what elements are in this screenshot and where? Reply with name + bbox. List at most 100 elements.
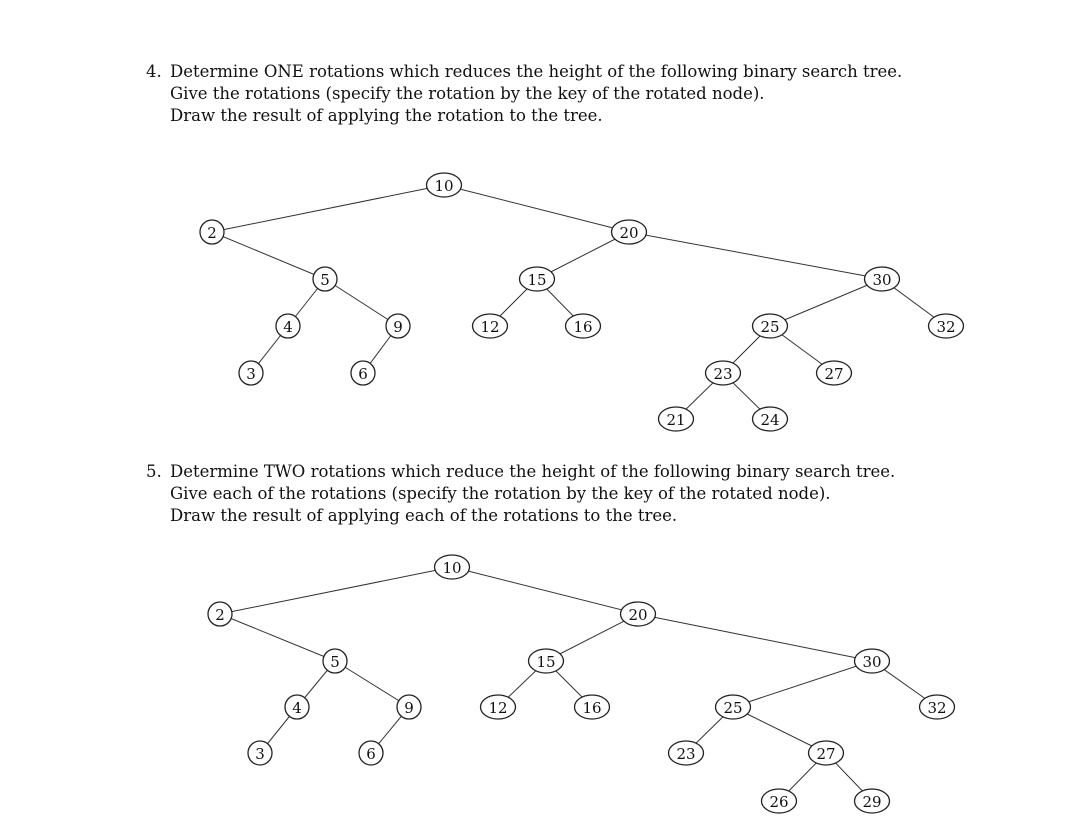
- tree-node-30: 30: [853, 648, 891, 674]
- tree-node-key: 25: [760, 318, 779, 336]
- question-5-number: 5.: [146, 462, 162, 481]
- tree-edge-10-20: [443, 184, 630, 233]
- tree-node-circle: [564, 313, 602, 339]
- tree-node-30: 30: [863, 266, 901, 292]
- tree-node-circle: [247, 740, 273, 766]
- tree-node-20: 20: [610, 219, 648, 245]
- tree-node-circle: [760, 788, 798, 814]
- tree-edge-20-15: [536, 231, 630, 280]
- tree-node-3: 3: [247, 740, 273, 766]
- tree-edge-5-9: [334, 660, 410, 708]
- tree-node-2: 2: [199, 219, 225, 245]
- tree-edge-2-5: [211, 231, 326, 280]
- tree-node-5: 5: [322, 648, 348, 674]
- tree-node-circle: [350, 360, 376, 386]
- tree-node-circle: [815, 360, 853, 386]
- tree-node-circle: [207, 601, 233, 627]
- tree-node-circle: [425, 172, 463, 198]
- tree-node-circle: [284, 694, 310, 720]
- tree-node-12: 12: [471, 313, 509, 339]
- question-5-line-3: Draw the result of applying each of the …: [170, 506, 678, 525]
- tree-node-2: 2: [207, 601, 233, 627]
- tree-node-circle: [518, 266, 556, 292]
- tree-node-circle: [927, 313, 965, 339]
- tree-node-key: 24: [760, 411, 779, 429]
- question-4-number: 4.: [146, 62, 162, 81]
- tree-node-32: 32: [927, 313, 965, 339]
- tree-edge-30-25: [732, 660, 873, 708]
- tree-node-25: 25: [751, 313, 789, 339]
- tree-node-24: 24: [751, 406, 789, 432]
- tree-node-key: 12: [488, 699, 507, 717]
- tree-node-15: 15: [527, 648, 565, 674]
- tree-node-circle: [385, 313, 411, 339]
- tree-node-circle: [667, 740, 705, 766]
- tree-node-key: 16: [573, 318, 592, 336]
- tree-node-key: 9: [404, 699, 414, 717]
- tree-node-circle: [853, 788, 891, 814]
- tree-node-circle: [704, 360, 742, 386]
- tree-node-circle: [396, 694, 422, 720]
- tree-node-circle: [479, 694, 517, 720]
- tree-edge-2-5: [219, 613, 336, 662]
- tree-edge-20-30: [637, 613, 873, 662]
- question-5-line-1: 5. Determine TWO rotations which reduce t…: [146, 461, 895, 483]
- tree-node-key: 10: [442, 559, 461, 577]
- tree-node-key: 2: [215, 606, 225, 624]
- tree-node-4: 4: [275, 313, 301, 339]
- tree-node-circle: [918, 694, 956, 720]
- tree-node-key: 12: [480, 318, 499, 336]
- tree-node-23: 23: [667, 740, 705, 766]
- tree-node-15: 15: [518, 266, 556, 292]
- tree-node-16: 16: [564, 313, 602, 339]
- question-5-text-1: Determine TWO rotations which reduce the…: [170, 462, 896, 481]
- tree-node-key: 32: [936, 318, 955, 336]
- tree-node-32: 32: [918, 694, 956, 720]
- tree-node-key: 6: [366, 745, 376, 763]
- tree-node-key: 30: [862, 653, 881, 671]
- tree-node-circle: [619, 601, 657, 627]
- tree-node-circle: [471, 313, 509, 339]
- tree-node-20: 20: [619, 601, 657, 627]
- tree-edge-10-2: [219, 566, 453, 615]
- tree-node-key: 4: [292, 699, 302, 717]
- tree-node-23: 23: [704, 360, 742, 386]
- tree-node-9: 9: [396, 694, 422, 720]
- tree-node-key: 3: [255, 745, 265, 763]
- tree-node-29: 29: [853, 788, 891, 814]
- tree-node-21: 21: [657, 406, 695, 432]
- tree-node-circle: [610, 219, 648, 245]
- tree-node-3: 3: [238, 360, 264, 386]
- tree-node-25: 25: [714, 694, 752, 720]
- tree-node-key: 2: [207, 224, 217, 242]
- tree-node-27: 27: [807, 740, 845, 766]
- tree-node-6: 6: [350, 360, 376, 386]
- tree-node-key: 5: [330, 653, 340, 671]
- tree-node-circle: [199, 219, 225, 245]
- tree-node-key: 27: [816, 745, 835, 763]
- tree-node-key: 9: [393, 318, 403, 336]
- tree-node-key: 23: [713, 365, 732, 383]
- tree-node-circle: [358, 740, 384, 766]
- tree-node-key: 32: [927, 699, 946, 717]
- tree-node-12: 12: [479, 694, 517, 720]
- tree-node-key: 10: [434, 177, 453, 195]
- tree-node-key: 5: [320, 271, 330, 289]
- tree-node-4: 4: [284, 694, 310, 720]
- tree-edge-10-2: [211, 184, 445, 233]
- question-4-line-1: 4.Determine ONE rotations which reduces …: [146, 61, 902, 83]
- tree-node-key: 15: [527, 271, 546, 289]
- tree-node-circle: [573, 694, 611, 720]
- tree-node-circle: [714, 694, 752, 720]
- tree-node-key: 6: [358, 365, 368, 383]
- question-4-line-2: Give the rotations (specify the rotation…: [170, 84, 765, 103]
- tree-node-key: 26: [769, 793, 788, 811]
- tree-node-circle: [238, 360, 264, 386]
- tree-node-key: 21: [666, 411, 685, 429]
- tree-node-key: 23: [676, 745, 695, 763]
- tree-node-key: 3: [246, 365, 256, 383]
- tree-node-9: 9: [385, 313, 411, 339]
- tree-node-circle: [312, 266, 338, 292]
- tree-node-circle: [322, 648, 348, 674]
